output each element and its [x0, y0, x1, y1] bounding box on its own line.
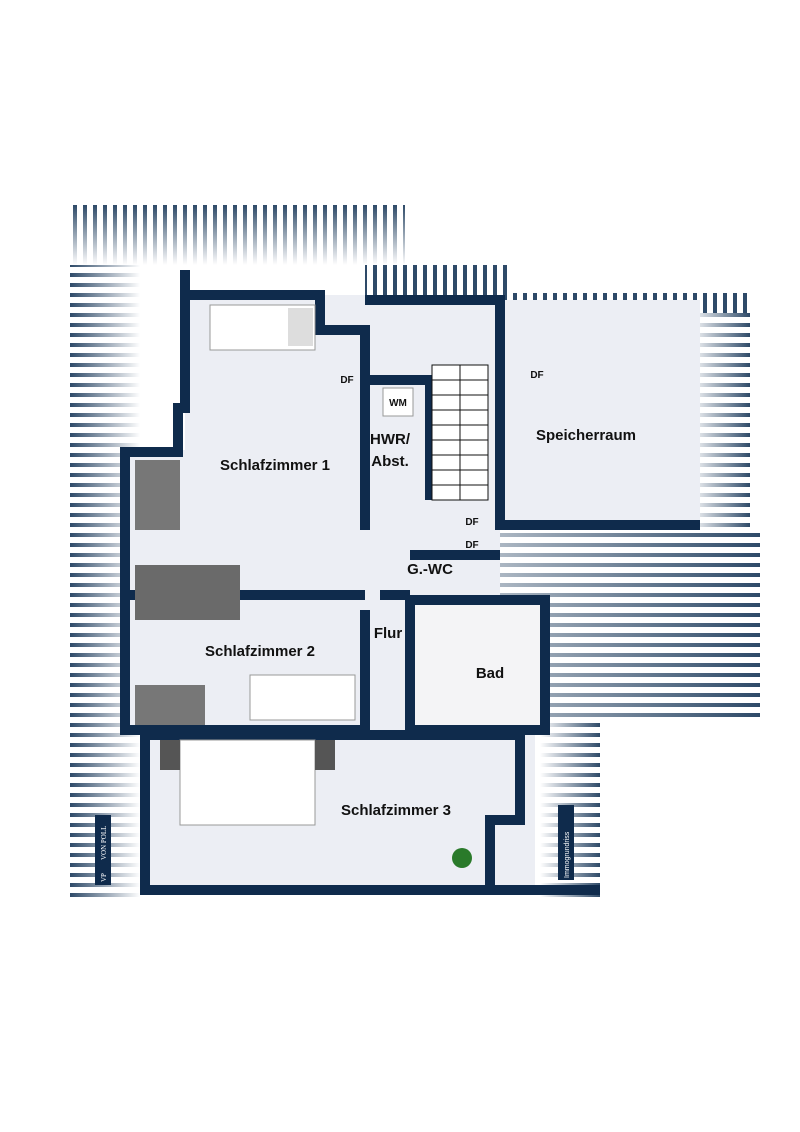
- walls: [120, 270, 700, 895]
- logo-text: VON POLL: [100, 826, 108, 860]
- room-label-hwr: HWR/: [370, 431, 411, 448]
- df-label: DF: [465, 540, 478, 551]
- df-label: DF: [530, 370, 543, 381]
- logo-mark: VP: [100, 873, 108, 882]
- room-label-schlafzimmer-1: Schlafzimmer 1: [220, 457, 330, 474]
- von-poll-logo: [95, 815, 111, 885]
- room-label-gwc: G.-WC: [407, 561, 453, 578]
- stairs: [431, 364, 489, 501]
- room-label-speicherraum: Speicherraum: [536, 427, 636, 444]
- credit-text: Immogrundriss: [564, 831, 571, 878]
- room-label-abst: Abst.: [371, 453, 409, 470]
- washing-machine-label: WM: [389, 398, 407, 409]
- room-label-bad: Bad: [476, 665, 504, 682]
- df-label: DF: [340, 375, 353, 386]
- room-label-schlafzimmer-2: Schlafzimmer 2: [205, 643, 315, 660]
- room-label-schlafzimmer-3: Schlafzimmer 3: [341, 802, 451, 819]
- room-label-flur: Flur: [374, 625, 402, 642]
- immogrundriss-credit: [558, 805, 574, 880]
- furniture: [135, 304, 472, 868]
- df-label: DF: [465, 517, 478, 528]
